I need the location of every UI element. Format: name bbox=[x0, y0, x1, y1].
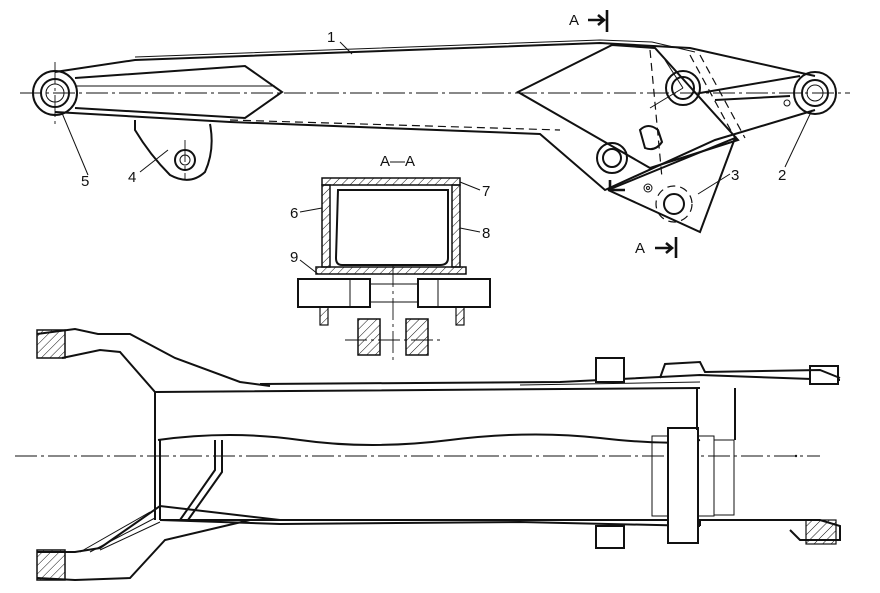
small-bolt-hole bbox=[783, 99, 791, 107]
lower-fork-bushing bbox=[36, 549, 66, 581]
boom-upper-plate bbox=[134, 39, 696, 58]
leader-9 bbox=[299, 259, 319, 275]
leader-5 bbox=[61, 112, 89, 176]
part-label-1: 1 bbox=[327, 29, 335, 46]
right-pin-boss bbox=[667, 427, 699, 544]
lower-bracket-small-hole-inner bbox=[646, 186, 650, 190]
boom-bottom-plate bbox=[159, 519, 701, 527]
part-label-5: 5 bbox=[81, 173, 89, 190]
top-stud-left bbox=[595, 357, 625, 383]
leader-4 bbox=[139, 149, 169, 173]
boom-top-plate-line2 bbox=[519, 381, 701, 386]
middle-hole-inner bbox=[602, 148, 622, 168]
section-marker-bottom-arrow bbox=[655, 242, 675, 254]
elevation-view: 1 2 3 4 5 A A bbox=[20, 10, 850, 258]
inner-tube bbox=[334, 189, 449, 266]
gusset-hidden-line-1 bbox=[649, 49, 663, 179]
break-line bbox=[157, 433, 701, 446]
right-pin-eye-outer bbox=[793, 71, 837, 115]
left-stiffener-3 bbox=[187, 440, 223, 521]
right-pin-plate-a bbox=[651, 435, 669, 517]
section-title: A—A bbox=[380, 153, 415, 170]
small-plate-left bbox=[319, 306, 329, 326]
boom-upper-chord bbox=[54, 41, 816, 77]
section-marker-bottom-letter: A bbox=[635, 240, 645, 257]
small-cam bbox=[638, 125, 664, 151]
lower-bracket-hole bbox=[663, 193, 685, 215]
lower-housing-right bbox=[417, 278, 491, 308]
leader-6 bbox=[299, 207, 323, 213]
lower-bracket-plate bbox=[607, 136, 737, 234]
top-right-bracket bbox=[659, 360, 841, 379]
right-gusset-plate bbox=[515, 43, 740, 170]
part-label-2: 2 bbox=[778, 167, 786, 184]
boom-top-plate bbox=[259, 373, 841, 385]
upper-fork-bushing bbox=[36, 329, 66, 359]
part-label-3: 3 bbox=[731, 167, 739, 184]
bottom-right-bracket bbox=[699, 519, 841, 541]
box-top-flange bbox=[321, 177, 461, 186]
leader-8 bbox=[459, 227, 481, 233]
part-label-9: 9 bbox=[290, 249, 298, 266]
gusset-hidden-line-2 bbox=[689, 54, 737, 141]
leader-3 bbox=[697, 173, 731, 195]
plan-view bbox=[15, 327, 841, 582]
lower-bracket-hidden-circle bbox=[655, 185, 693, 223]
leader-2 bbox=[784, 109, 813, 168]
right-pin-plate-c bbox=[713, 439, 735, 516]
box-right-web bbox=[451, 184, 461, 268]
section-a-a-view: A—A 6 7 8 9 bbox=[290, 153, 491, 360]
box-bottom-flange bbox=[315, 266, 467, 275]
pivot-spoke-2 bbox=[664, 59, 684, 89]
lower-lug-bracket bbox=[134, 120, 213, 181]
middle-hole-outer bbox=[596, 142, 628, 174]
bushing-right bbox=[405, 318, 429, 356]
main-pivot-hole-outer bbox=[665, 70, 701, 106]
right-pin-plate-b bbox=[697, 435, 715, 517]
pivot-spoke-1 bbox=[649, 87, 684, 109]
gusset-hidden-line-3 bbox=[699, 54, 746, 139]
bushing-left bbox=[357, 318, 381, 356]
boom-body-outline bbox=[154, 387, 701, 521]
upper-fork-arm bbox=[36, 327, 271, 393]
bottom-right-stud bbox=[805, 519, 837, 545]
boom-lower-chord bbox=[54, 109, 816, 192]
left-lug-plate bbox=[74, 64, 284, 120]
box-left-web bbox=[321, 184, 331, 268]
boom-lower-hidden bbox=[229, 119, 561, 131]
lower-housing-left bbox=[297, 278, 371, 308]
leader-7 bbox=[459, 181, 481, 191]
part-label-6: 6 bbox=[290, 205, 298, 222]
right-pin-bore bbox=[806, 84, 824, 102]
part-label-8: 8 bbox=[482, 225, 490, 242]
part-label-7: 7 bbox=[482, 183, 490, 200]
right-arm-plate bbox=[699, 75, 801, 101]
bottom-stud-left bbox=[595, 525, 625, 549]
lower-bracket-small-hole bbox=[643, 183, 653, 193]
lower-fork-arm bbox=[36, 504, 281, 582]
right-pin-eye-inner bbox=[801, 79, 829, 107]
reference-dot bbox=[794, 454, 798, 458]
part-label-4: 4 bbox=[128, 169, 136, 186]
left-stiffener-2 bbox=[179, 440, 216, 521]
small-plate-right bbox=[455, 306, 465, 326]
lower-fork-hatch bbox=[79, 511, 161, 553]
section-cut-corner bbox=[608, 180, 625, 192]
section-marker-top-letter: A bbox=[569, 12, 579, 29]
section-marker-top-arrow bbox=[588, 14, 607, 26]
main-pivot-hole-inner bbox=[671, 76, 695, 100]
leader-1 bbox=[339, 41, 353, 55]
